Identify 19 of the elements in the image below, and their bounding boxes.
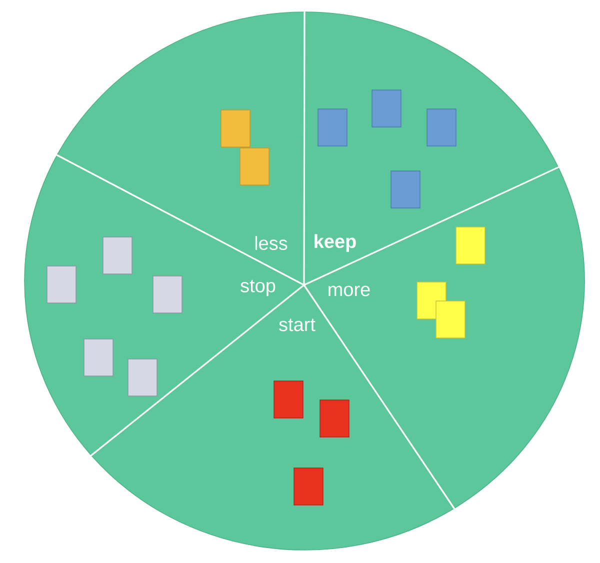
node-label: more [328,286,370,296]
sticky-note [372,90,402,128]
sticky-note [128,358,158,396]
sticky-note [152,276,182,314]
sticky-note [456,226,486,264]
node-label: less [255,236,288,250]
sticky-note [390,170,420,208]
sticky-note [102,236,132,274]
sticky-note [320,400,350,438]
node-label: keep [314,234,356,252]
sticky-note [294,468,324,506]
sticky-note [426,108,456,146]
sticky-note [240,148,270,186]
sticky-note [274,380,304,418]
sticky-note [46,266,76,304]
sticky-note [220,110,250,148]
sticky-note [84,338,114,376]
sticky-note [318,108,348,146]
sticky-note [436,300,466,338]
